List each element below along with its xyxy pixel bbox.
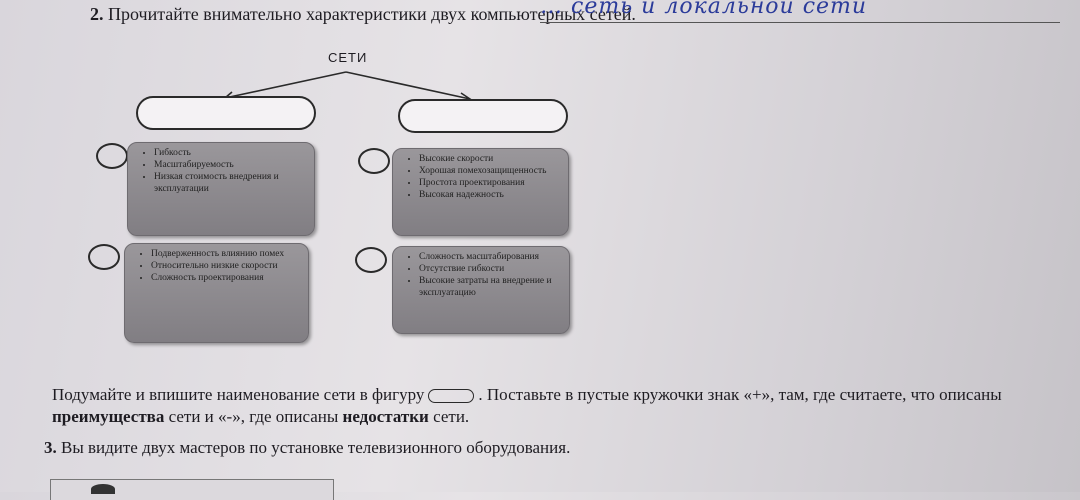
arrow-left — [224, 71, 347, 99]
picture-frame — [50, 479, 334, 500]
mark-circle-1[interactable] — [96, 143, 128, 169]
instruction-part2: . Поставьте в пустые кружочки знак «+», … — [478, 385, 1002, 404]
instruction-part4: сети. — [433, 407, 470, 426]
network-name-box-right[interactable] — [398, 99, 568, 133]
mark-circle-2[interactable] — [358, 148, 390, 174]
network-name-box-left[interactable] — [136, 96, 316, 130]
instruction-part1: Подумайте и впишите наименование сети в … — [52, 385, 425, 404]
card-list: Подверженность влиянию помех Относительн… — [125, 244, 308, 288]
card-list: Гибкость Масштабируемость Низкая стоимос… — [128, 143, 314, 199]
answer-underline — [540, 22, 1060, 23]
mark-circle-3[interactable] — [88, 244, 120, 270]
card-item: Высокие затраты на внедрение и эксплуата… — [419, 275, 563, 299]
instruction-bold-advantages: преимущества — [52, 407, 165, 426]
card-network-a-pros: Гибкость Масштабируемость Низкая стоимос… — [127, 142, 315, 236]
card-item: Гибкость — [154, 147, 308, 159]
task-3-number: 3. — [44, 438, 57, 457]
card-item: Подверженность влиянию помех — [151, 248, 302, 260]
instruction-part3: сети и «-», где описаны — [168, 407, 339, 426]
card-item: Высокая надежность — [419, 189, 562, 201]
card-list: Высокие скорости Хорошая помехозащищенно… — [393, 149, 568, 205]
card-network-a-cons: Подверженность влиянию помех Относительн… — [124, 243, 309, 343]
card-item: Простота проектирования — [419, 177, 562, 189]
card-item: Сложность проектирования — [151, 272, 302, 284]
card-item: Относительно низкие скорости — [151, 260, 302, 272]
task-3-text: Вы видите двух мастеров по установке тел… — [61, 438, 571, 457]
task-2-text: Прочитайте внимательно характеристики дв… — [108, 4, 636, 24]
handwritten-answer: … сеть и локальной сети — [540, 0, 868, 19]
arrow-right — [345, 71, 471, 100]
mark-circle-4[interactable] — [355, 247, 387, 273]
inline-oval-figure — [428, 389, 475, 404]
networks-diagram: СЕТИ Гибкость Масштабируемость Низкая ст… — [0, 0, 1080, 360]
card-item: Отсутствие гибкости — [419, 263, 563, 275]
instruction-bold-disadvantages: недостатки — [342, 407, 429, 426]
task-2-number: 2. — [90, 4, 104, 24]
card-item: Масштабируемость — [154, 159, 308, 171]
card-network-b-cons: Сложность масштабирования Отсутствие гиб… — [392, 246, 570, 334]
card-item: Сложность масштабирования — [419, 251, 563, 263]
card-item: Высокие скорости — [419, 153, 562, 165]
task-2-title: 2. Прочитайте внимательно характеристики… — [90, 4, 636, 25]
root-label: СЕТИ — [328, 50, 368, 65]
card-network-b-pros: Высокие скорости Хорошая помехозащищенно… — [392, 148, 569, 236]
task-3-title: 3. Вы видите двух мастеров по установке … — [44, 438, 570, 458]
card-list: Сложность масштабирования Отсутствие гиб… — [393, 247, 569, 303]
picture-sketch — [91, 484, 115, 494]
instruction-text: Подумайте и впишите наименование сети в … — [52, 384, 1052, 428]
card-item: Низкая стоимость внедрения и эксплуатаци… — [154, 171, 308, 195]
card-item: Хорошая помехозащищенность — [419, 165, 562, 177]
